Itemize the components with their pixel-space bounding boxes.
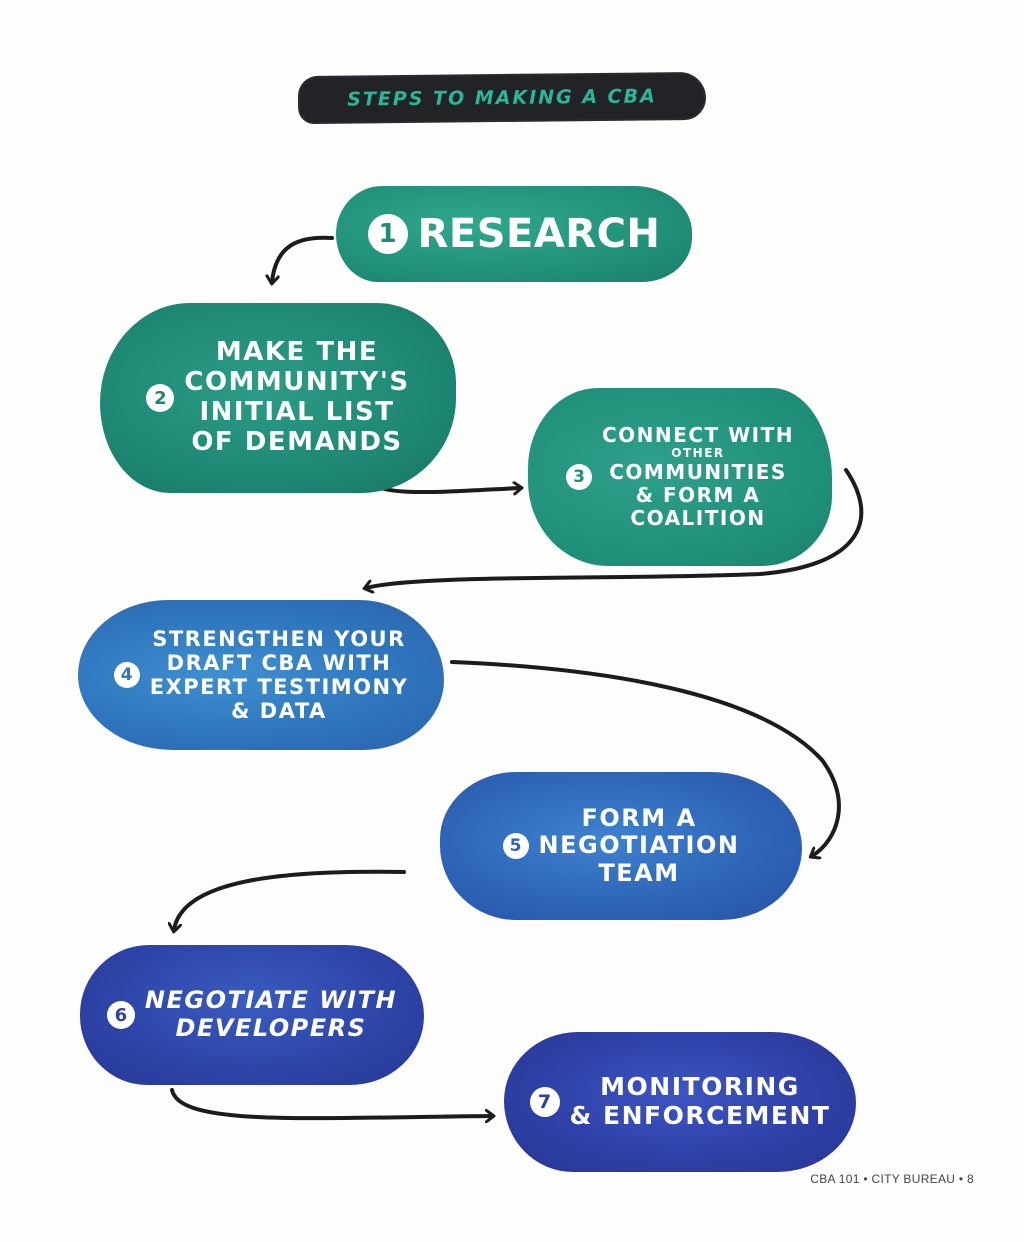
arrow-3-to-4 [366,468,864,588]
step-number-badge: 3 [566,463,592,490]
arrow-5-to-6 [174,869,406,930]
step-label-line: OTHER [671,446,725,461]
arrow-1-to-2 [272,235,334,282]
step-label-line: & FORM A [635,482,761,507]
step-label-line: RESEARCH [417,211,661,257]
step-label-line: INITIAL LIST [199,397,395,427]
banner-title: STEPS TO MAKING A CBA [347,85,657,111]
step-4-strengthen-draft: 4 STRENGTHEN YOUR DRAFT CBA WITH EXPERT … [78,600,444,750]
step-label-line: CONNECT WITH [602,423,794,448]
step-label-line: DRAFT CBA WITH [166,650,392,675]
title-banner: STEPS TO MAKING A CBA [299,73,705,123]
step-label-line: MAKE the [215,337,379,368]
step-label-line: STRENGTHEN YOUR [152,626,406,651]
step-label-line: TEAM [598,858,680,887]
step-label-line: COALITION [630,505,766,530]
step-number-badge: 6 [106,1001,135,1029]
step-label-line: FORM A [581,803,697,832]
step-number-badge: 1 [367,214,408,254]
step-7-monitoring-enforcement: 7 MONITORING & ENFORCEMENT [504,1032,856,1172]
step-1-research: 1 RESEARCH [336,186,692,282]
step-number-badge: 4 [113,662,140,688]
step-label-line: & ENFORCEMENT [569,1101,831,1130]
step-number-badge: 7 [529,1087,560,1117]
step-label-line: NEGOTIATION [538,831,740,860]
step-label-line: of DEMANDS [191,426,403,457]
step-label-line: MONITORING [600,1072,800,1102]
step-label-line: DEVELOPERS [175,1014,367,1042]
page-footer: CBA 101 • CITY BUREAU • 8 [810,1172,974,1186]
step-number-badge: 2 [146,384,175,412]
step-number-badge: 5 [502,833,529,859]
step-label-line: EXPERT TESTIMONY [149,675,409,699]
step-3-form-coalition: 3 CONNECT WITH OTHER COMMUNITIES & FORM … [528,388,832,566]
step-6-negotiate-developers: 6 NEGOTIATE WITH DEVELOPERS [80,945,424,1085]
step-label-line: COMMUNITIES [609,459,787,484]
arrow-4-to-5 [450,660,841,856]
arrow-6-to-7 [170,1088,492,1118]
step-5-negotiation-team: 5 FORM A NEGOTIATION TEAM [440,772,802,920]
step-label-line: COMMUNITY'S [184,367,410,398]
step-label-line: & DATA [231,699,327,724]
step-label-line: NEGOTIATE WITH [144,986,398,1015]
step-2-list-of-demands: 2 MAKE the COMMUNITY'S INITIAL LIST of D… [100,303,456,493]
